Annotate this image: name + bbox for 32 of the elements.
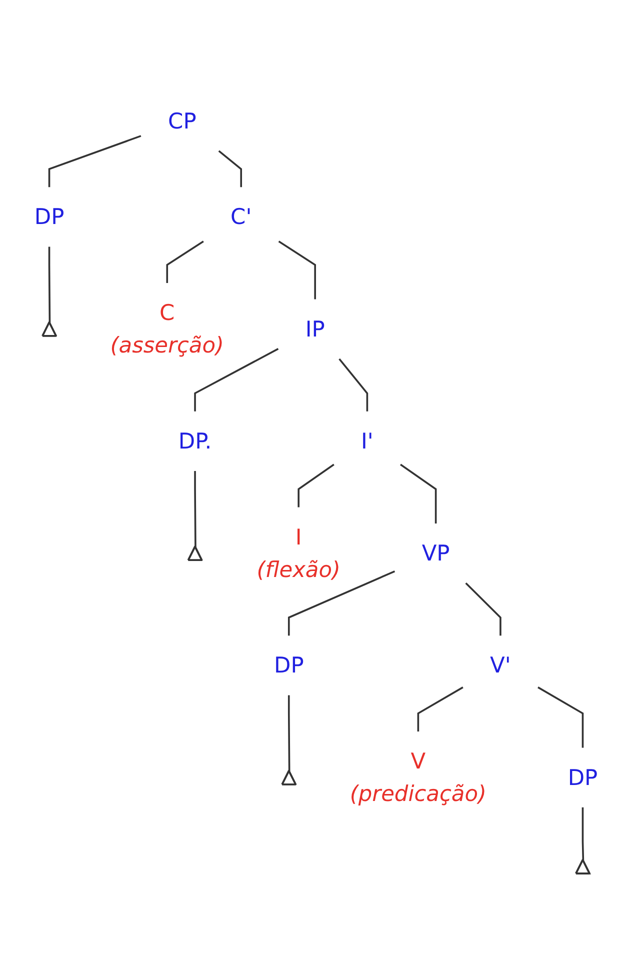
connector [288, 695, 290, 772]
connector [465, 582, 502, 636]
connector [218, 150, 242, 188]
node-text: V [410, 748, 426, 774]
node-text: C' [230, 204, 252, 230]
connector [298, 464, 334, 508]
connector [194, 348, 279, 412]
node-label: (flexão) [256, 557, 340, 582]
connector [538, 686, 584, 748]
connector [48, 135, 142, 188]
connector [194, 471, 196, 548]
node-text: I' [361, 428, 374, 454]
connector [278, 240, 316, 300]
connector [338, 358, 368, 412]
node-text: DP [568, 765, 598, 790]
connector [417, 686, 464, 732]
node-text: V' [490, 652, 511, 678]
connector [400, 464, 437, 524]
node-text: DP [34, 204, 64, 230]
node-text: CP [168, 108, 196, 134]
connector [166, 240, 204, 284]
node-text: VP [422, 540, 450, 566]
node-text: C [160, 300, 175, 326]
node-text: IP [305, 316, 325, 342]
connector [48, 246, 51, 323]
connector [582, 808, 584, 860]
connector [288, 570, 396, 636]
node-text: DP. [178, 428, 212, 454]
node-text: DP [274, 652, 304, 678]
node-label: (asserção) [110, 332, 224, 358]
node-label: (predicação) [350, 781, 486, 807]
node-text: I [295, 524, 302, 550]
